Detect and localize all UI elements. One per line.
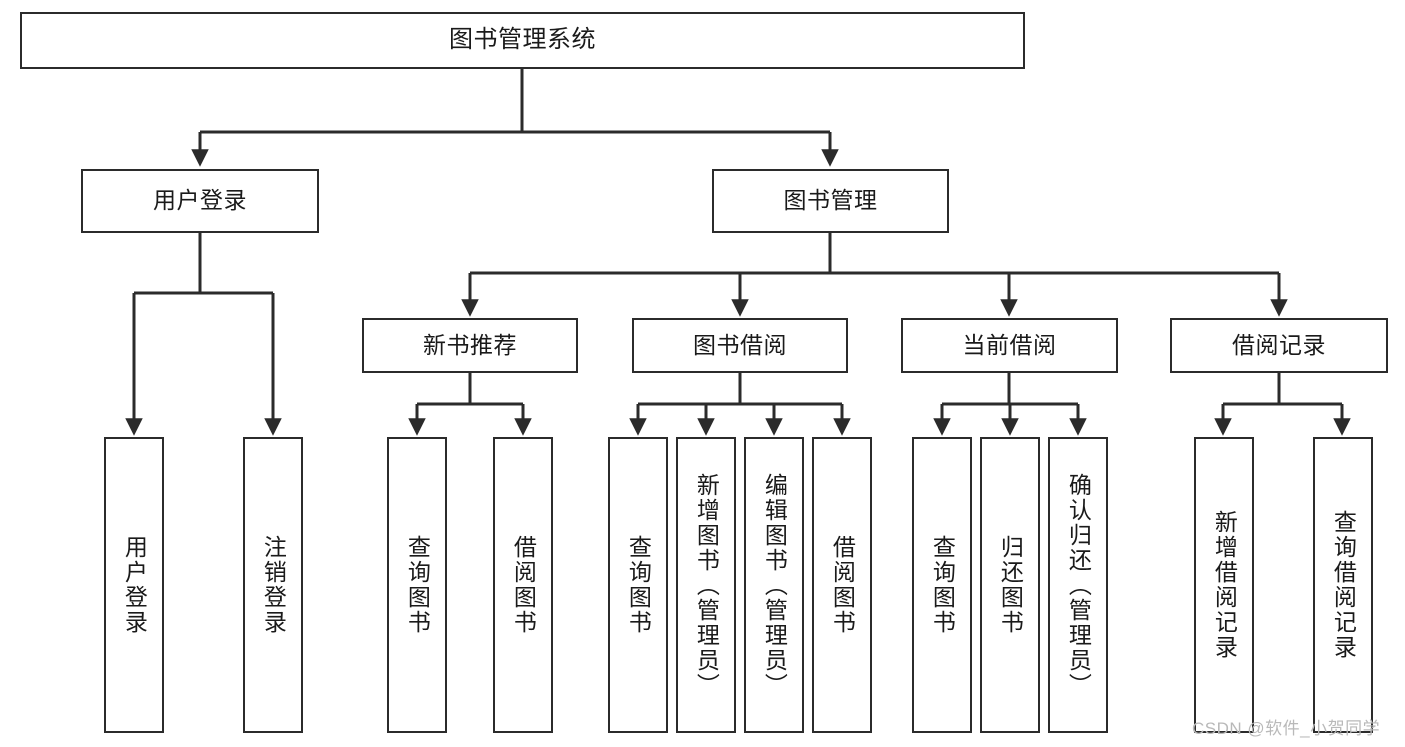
node-leaf-borrow-book-2-label: 借阅图书	[829, 535, 856, 635]
node-book-manage[interactable]: 图书管理	[712, 169, 949, 233]
node-leaf-logout-label: 注销登录	[260, 535, 287, 635]
node-leaf-confirm-return-label: 确认归还（管理员）	[1065, 472, 1092, 698]
node-book-borrow[interactable]: 图书借阅	[632, 318, 848, 373]
node-borrow-record-label: 借阅记录	[1232, 331, 1326, 358]
node-leaf-borrow-book-1-label: 借阅图书	[510, 535, 537, 635]
node-current-borrow-label: 当前借阅	[962, 331, 1057, 358]
node-leaf-borrow-book-2[interactable]: 借阅图书	[812, 437, 872, 733]
node-borrow-record[interactable]: 借阅记录	[1170, 318, 1388, 373]
node-leaf-confirm-return[interactable]: 确认归还（管理员）	[1048, 437, 1108, 733]
node-book-borrow-label: 图书借阅	[693, 331, 787, 358]
node-leaf-query-record[interactable]: 查询借阅记录	[1313, 437, 1373, 733]
node-current-borrow[interactable]: 当前借阅	[901, 318, 1118, 373]
node-leaf-add-book-label: 新增图书（管理员）	[693, 472, 720, 698]
node-leaf-user-login[interactable]: 用户登录	[104, 437, 164, 733]
node-leaf-query-book-3[interactable]: 查询图书	[912, 437, 972, 733]
node-leaf-return-book-label: 归还图书	[997, 535, 1024, 635]
node-leaf-edit-book-label: 编辑图书（管理员）	[761, 472, 788, 698]
node-user-login[interactable]: 用户登录	[81, 169, 319, 233]
node-leaf-query-book-1-label: 查询图书	[404, 535, 431, 635]
node-leaf-return-book[interactable]: 归还图书	[980, 437, 1040, 733]
node-book-manage-label: 图书管理	[783, 187, 878, 214]
node-user-login-label: 用户登录	[153, 187, 247, 214]
node-leaf-user-login-label: 用户登录	[121, 535, 148, 635]
node-leaf-logout[interactable]: 注销登录	[243, 437, 303, 733]
node-leaf-query-record-label: 查询借阅记录	[1330, 510, 1357, 660]
node-leaf-query-book-2[interactable]: 查询图书	[608, 437, 668, 733]
node-leaf-add-record[interactable]: 新增借阅记录	[1194, 437, 1254, 733]
node-leaf-query-book-1[interactable]: 查询图书	[387, 437, 447, 733]
watermark: CSDN @软件_小贺同学	[1192, 719, 1381, 738]
node-new-book-rec[interactable]: 新书推荐	[362, 318, 578, 373]
node-root[interactable]: 图书管理系统	[20, 12, 1025, 69]
node-leaf-borrow-book-1[interactable]: 借阅图书	[493, 437, 553, 733]
node-leaf-query-book-3-label: 查询图书	[929, 535, 956, 635]
node-root-label: 图书管理系统	[449, 26, 596, 54]
node-new-book-rec-label: 新书推荐	[423, 331, 517, 358]
node-leaf-edit-book[interactable]: 编辑图书（管理员）	[744, 437, 804, 733]
node-leaf-query-book-2-label: 查询图书	[625, 535, 652, 635]
node-leaf-add-record-label: 新增借阅记录	[1211, 510, 1238, 660]
node-leaf-add-book[interactable]: 新增图书（管理员）	[676, 437, 736, 733]
